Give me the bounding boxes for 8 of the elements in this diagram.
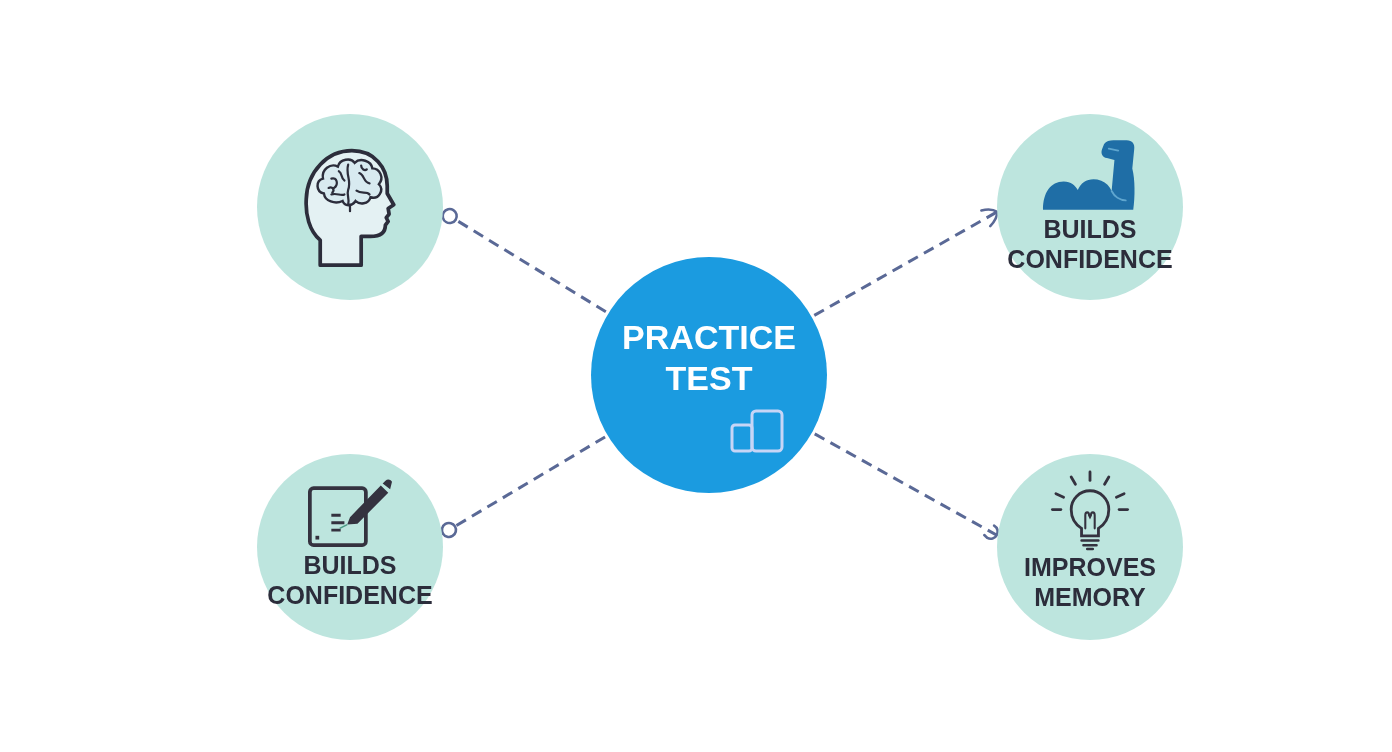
dashed-connector	[441, 207, 607, 314]
dashed-connector	[440, 435, 606, 539]
topic-label: BUILDS CONFIDENCE	[1007, 214, 1173, 274]
dashed-connector	[813, 208, 999, 317]
dashed-connector	[814, 432, 999, 541]
topic-label: BUILDS CONFIDENCE	[267, 550, 433, 610]
hub-title: PRACTICE TEST	[622, 317, 796, 399]
topic-label: IMPROVES MEMORY	[1024, 552, 1156, 612]
